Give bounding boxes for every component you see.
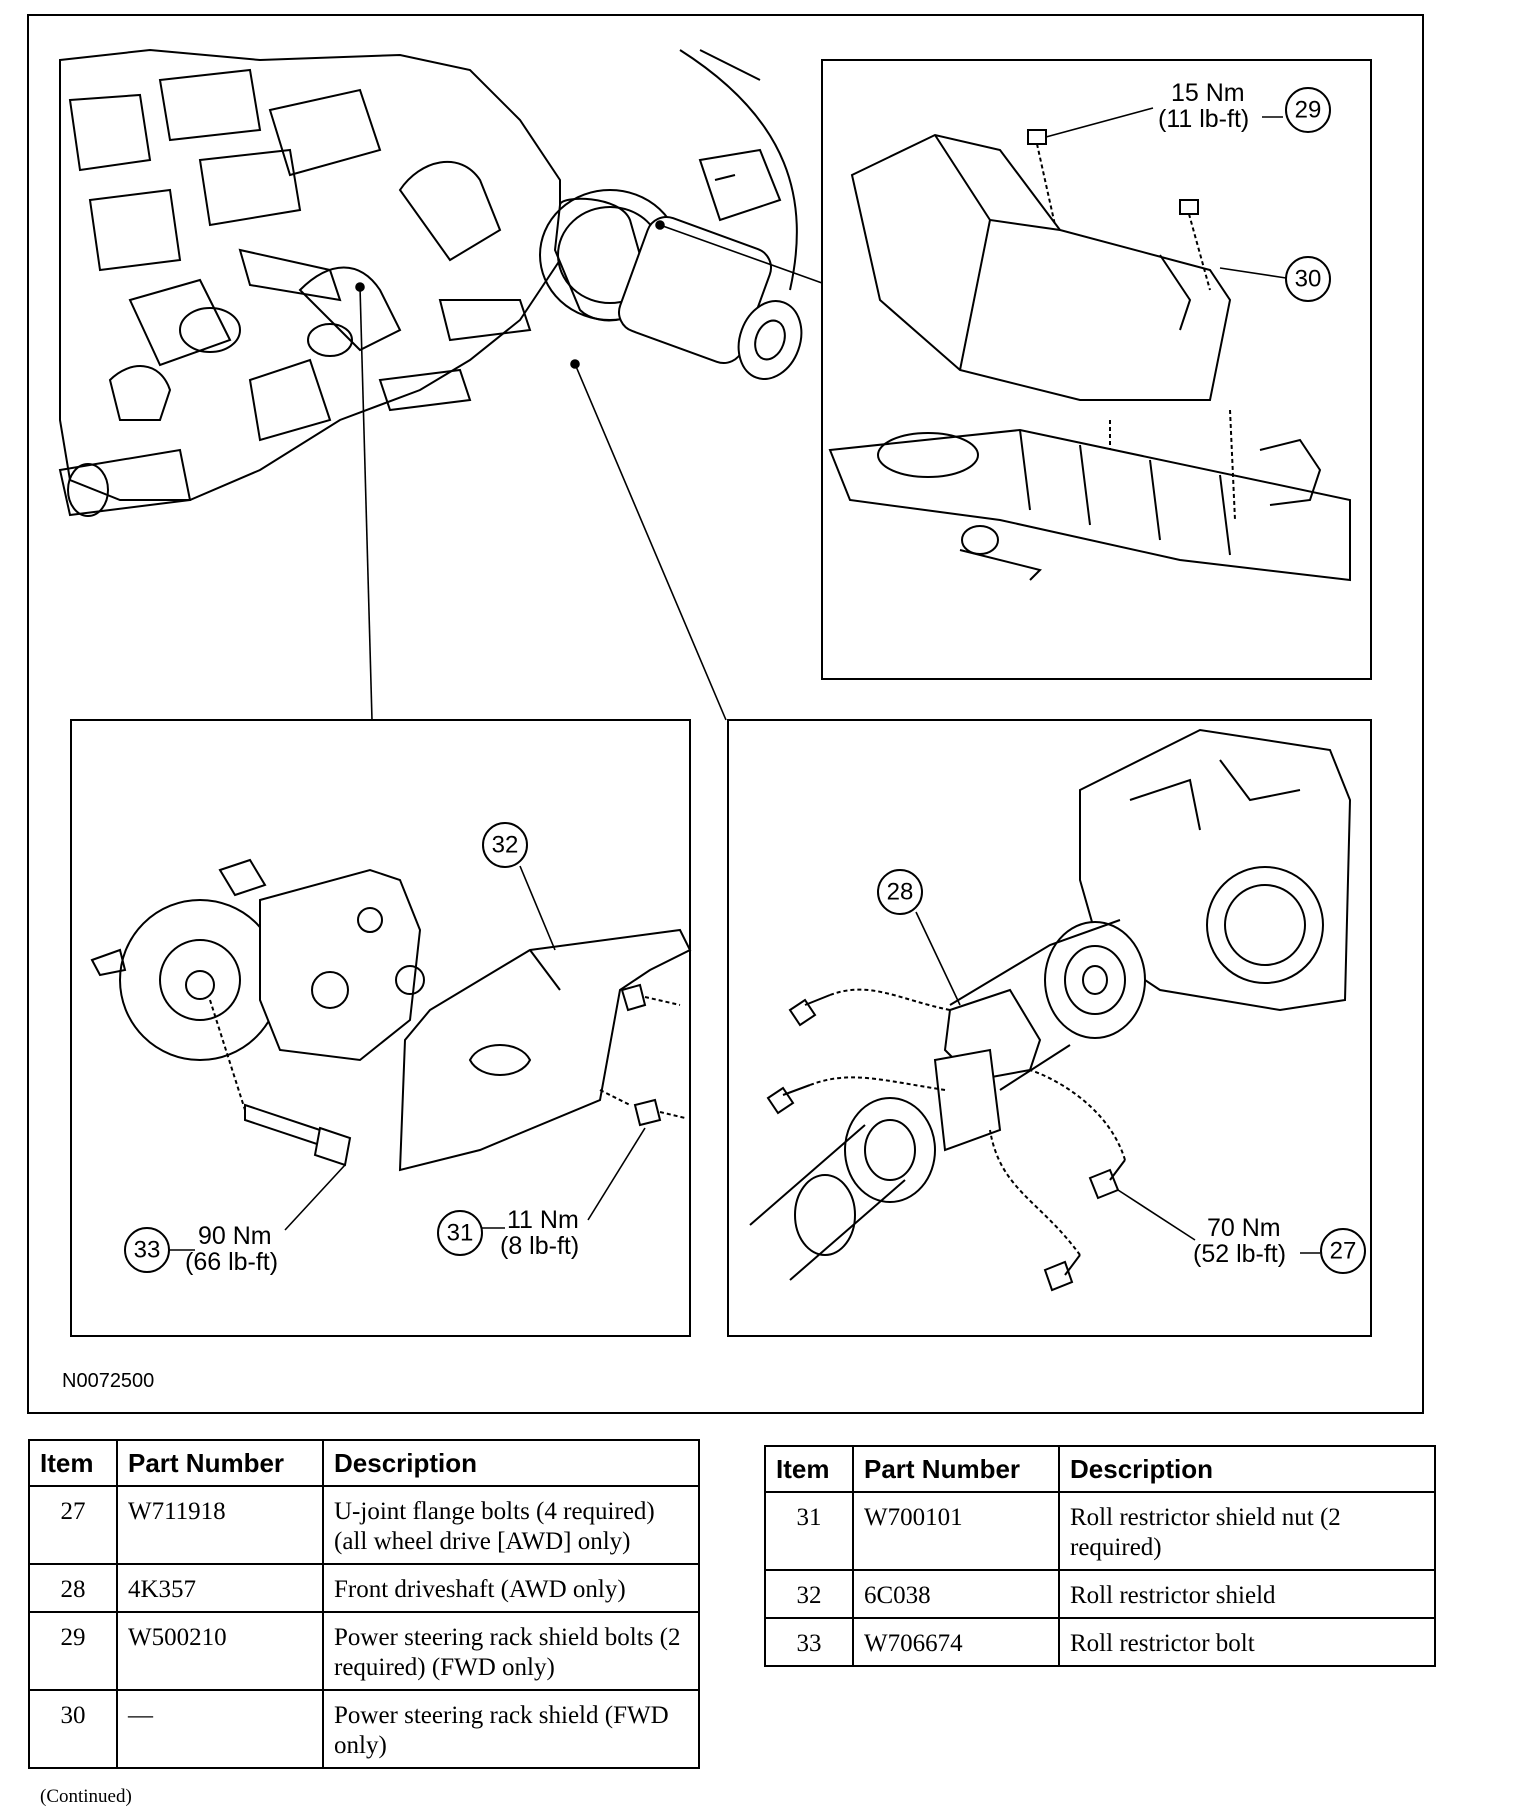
header-part-number: Part Number [852,1445,1060,1493]
callout-32-number: 32 [492,832,519,859]
table-header-row: Item Part Number Description [28,1439,700,1487]
cell-part-number: W706674 [852,1617,1060,1667]
exploded-view-diagram: 15 Nm (11 lb-ft) 29 30 [27,14,1424,1414]
callout-29: 15 Nm (11 lb-ft) 29 [1045,79,1331,138]
driveshaft-drawing [749,728,1352,1292]
callout-29-torque-lbft: (11 lb-ft) [1158,105,1249,133]
callout-33-number: 33 [134,1237,161,1264]
continued-note: (Continued) [40,1786,132,1807]
callout-31-torque-nm: 11 Nm [507,1206,579,1234]
cell-description: Roll restrictor bolt [1058,1617,1436,1667]
callout-30: 30 [1219,256,1331,302]
cell-description: Front driveshaft (AWD only) [322,1563,700,1613]
table-row: 27 W711918 U-joint flange bolts (4 requi… [28,1485,700,1565]
callout-33: 33 90 Nm (66 lb-ft) [124,1164,346,1276]
cell-item: 31 [764,1491,854,1571]
cell-description: Roll restrictor shield [1058,1569,1436,1619]
header-description: Description [1058,1445,1436,1493]
figure-id: N0072500 [62,1370,154,1392]
table-row: 32 6C038 Roll restrictor shield [764,1569,1436,1619]
cell-item: 28 [28,1563,118,1613]
roll-restrictor-drawing [90,858,692,1172]
parts-table-right: Item Part Number Description 31 W700101 … [764,1445,1436,1667]
callout-28-number: 28 [887,879,914,906]
callout-33-torque-nm: 90 Nm [198,1222,272,1250]
cell-description: U-joint flange bolts (4 required) (all w… [322,1485,700,1565]
cell-description: Roll restrictor shield nut (2 required) [1058,1491,1436,1571]
table-row: 28 4K357 Front driveshaft (AWD only) [28,1563,700,1613]
table-header-row: Item Part Number Description [764,1445,1436,1493]
cell-item: 33 [764,1617,854,1667]
callout-33-torque-lbft: (66 lb-ft) [185,1248,278,1276]
cell-item: 32 [764,1569,854,1619]
cell-description: Power steering rack shield bolts (2 requ… [322,1611,700,1691]
callout-31: 31 11 Nm (8 lb-ft) [437,1127,646,1260]
cell-part-number: 4K357 [116,1563,324,1613]
cell-part-number: W700101 [852,1491,1060,1571]
callout-30-number: 30 [1295,266,1322,293]
callout-27-number: 27 [1330,1238,1357,1265]
table-row: 33 W706674 Roll restrictor bolt [764,1617,1436,1667]
leader-lines [355,220,823,721]
header-item: Item [28,1439,118,1487]
callout-29-torque-nm: 15 Nm [1171,79,1245,107]
cell-part-number: — [116,1689,324,1769]
cell-description: Power steering rack shield (FWD only) [322,1689,700,1769]
callout-28: 28 [877,869,961,1006]
callout-29-number: 29 [1295,97,1322,124]
header-part-number: Part Number [116,1439,324,1487]
cell-part-number: W500210 [116,1611,324,1691]
header-item: Item [764,1445,854,1493]
callout-27: 70 Nm (52 lb-ft) 27 [1117,1189,1366,1274]
cell-part-number: W711918 [116,1485,324,1565]
cell-part-number: 6C038 [852,1569,1060,1619]
header-description: Description [322,1439,700,1487]
cell-item: 27 [28,1485,118,1565]
callout-31-number: 31 [447,1220,474,1247]
table-row: 29 W500210 Power steering rack shield bo… [28,1611,700,1691]
table-row: 31 W700101 Roll restrictor shield nut (2… [764,1491,1436,1571]
parts-table-left: Item Part Number Description 27 W711918 … [28,1439,700,1769]
callout-27-torque-nm: 70 Nm [1207,1214,1281,1242]
callout-27-torque-lbft: (52 lb-ft) [1193,1240,1286,1268]
cell-item: 30 [28,1689,118,1769]
callout-32: 32 [482,822,556,951]
steering-rack-shield-drawing [828,129,1351,582]
callout-31-torque-lbft: (8 lb-ft) [500,1232,579,1260]
engine-transaxle-drawing [58,48,803,517]
figure-frame [27,14,1424,1414]
cell-item: 29 [28,1611,118,1691]
table-row: 30 — Power steering rack shield (FWD onl… [28,1689,700,1769]
